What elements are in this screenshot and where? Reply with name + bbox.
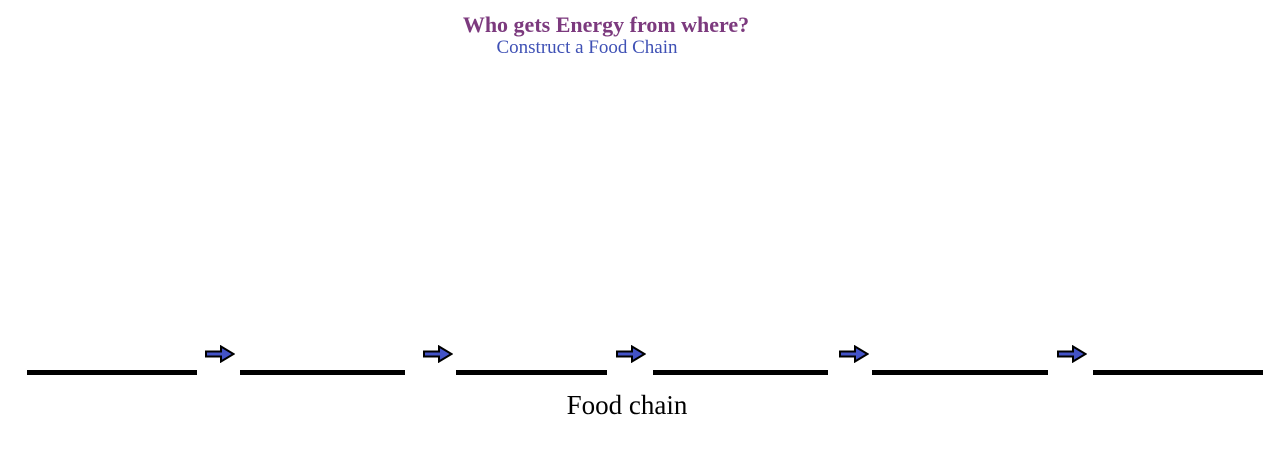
food-chain-blank-3[interactable] <box>456 370 607 375</box>
slide-subtitle: Construct a Food Chain <box>496 37 678 58</box>
right-arrow-icon <box>839 345 869 363</box>
right-arrow-icon <box>1057 345 1087 363</box>
right-arrow-icon <box>205 345 235 363</box>
right-arrow-icon <box>616 345 646 363</box>
food-chain-caption: Food chain <box>566 390 688 420</box>
food-chain-blank-2[interactable] <box>240 370 405 375</box>
food-chain-blank-6[interactable] <box>1093 370 1263 375</box>
slide-title: Who gets Energy from where? <box>462 12 750 37</box>
right-arrow-icon <box>423 345 453 363</box>
food-chain-blank-1[interactable] <box>27 370 197 375</box>
food-chain-blank-5[interactable] <box>872 370 1048 375</box>
food-chain-blank-4[interactable] <box>653 370 828 375</box>
